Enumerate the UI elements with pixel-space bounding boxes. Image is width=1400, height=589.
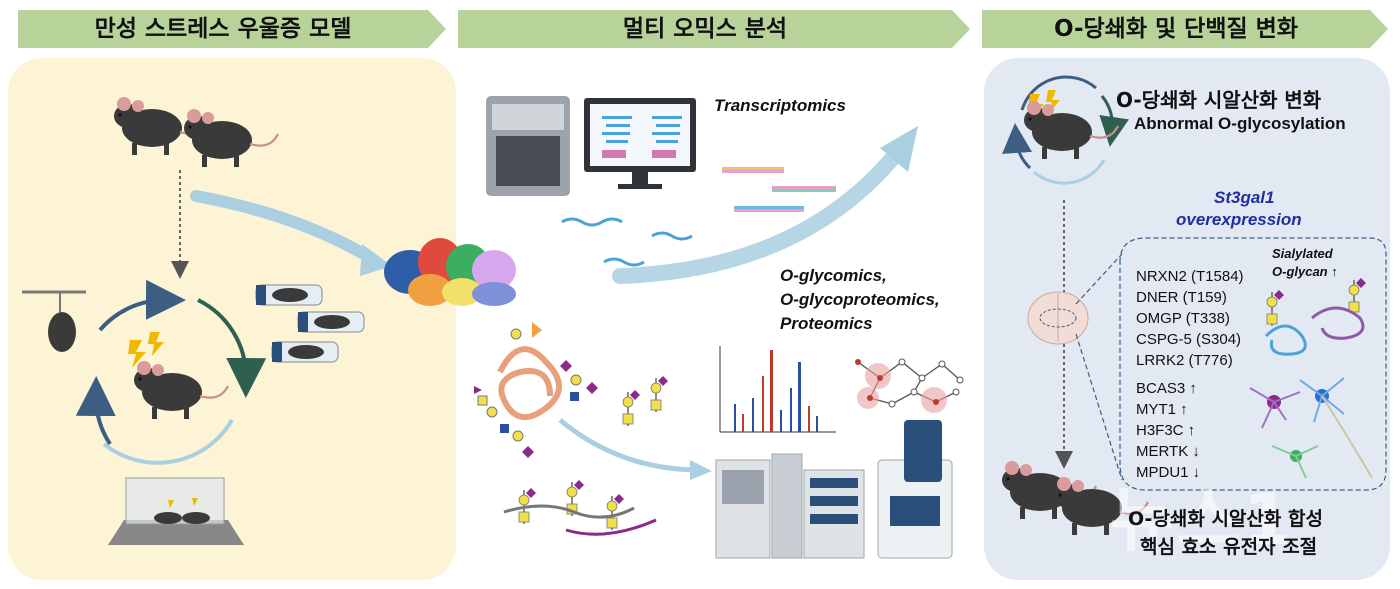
arrow-to-right-panel: [612, 146, 904, 284]
list-item: H3F3C ↑: [1136, 422, 1196, 439]
glycan-structure-1: [622, 389, 641, 427]
rna-fragments-icon: [561, 217, 693, 267]
sialylated-glycan-icon: [1264, 277, 1367, 356]
list-item: BCAS3 ↑: [1136, 380, 1197, 397]
label-omics-line-1: O-glycomics,: [780, 266, 887, 285]
banner-arrow-shape: [458, 10, 970, 48]
lightning-icon: [128, 332, 164, 368]
list-item: LRRK2 (T776): [1136, 352, 1233, 369]
gene-st3gal1: St3gal1: [1214, 188, 1275, 207]
sialylated-label-1: Sialylated: [1272, 246, 1333, 261]
label-transcriptomics: Transcriptomics: [714, 96, 846, 115]
list-item: CSPG-5 (S304): [1136, 331, 1242, 348]
lc-ms-instrument-icon: [715, 420, 953, 559]
shock-cage-icon: [108, 477, 244, 545]
list-item: OMGP (T338): [1136, 310, 1230, 327]
right-stressed-mouse-icon: [1022, 99, 1120, 161]
protein-site-list: NRXN2 (T1584) DNER (T159) OMGP (T338) CS…: [1136, 266, 1244, 371]
banner-label: O-당쇄화 및 단백질 변화: [1054, 16, 1298, 42]
glycoprotein-icon: [474, 322, 598, 458]
list-item: DNER (T159): [1136, 289, 1227, 306]
right-title-en: Abnormal O-glycosylation: [1134, 114, 1346, 133]
restraint-tubes-icon: [255, 284, 365, 363]
arrow-to-brain: [190, 190, 380, 266]
arrow-to-lcms: [558, 418, 701, 473]
banner-glycosylation-change: O-당쇄화 및 단백질 변화: [982, 10, 1388, 48]
list-item: MPDU1 ↓: [1136, 464, 1201, 481]
banner-stress-model: 만성 스트레스 우울증 모델: [18, 10, 446, 48]
list-item: NRXN2 (T1584): [1136, 268, 1244, 285]
gene-overexpression: overexpression: [1176, 210, 1302, 229]
watermark: 뉴스1: [1110, 479, 1294, 561]
banner-label: 만성 스트레스 우울증 모델: [94, 16, 352, 42]
glycan-structure-2: [650, 375, 669, 413]
neural-cells-icon: [1249, 377, 1373, 479]
gene-change-list: BCAS3 ↑ MYT1 ↑ H3F3C ↑ MERTK ↓ MPDU1 ↓: [1136, 378, 1200, 483]
glycan-network-icon: [855, 358, 964, 413]
brain-regions-icon: [384, 238, 516, 306]
banner-arrow-shape: [18, 10, 446, 48]
bottom-caption-line-2: 핵심 효소 유전자 조절: [1140, 536, 1318, 558]
right-cycle-arrows: [1002, 75, 1130, 185]
stress-cycle-arrows: [75, 279, 267, 465]
mouse-pair-icon: [112, 95, 280, 169]
mass-spectrum-icon: [719, 346, 836, 433]
brain-section-icon: [1027, 291, 1089, 345]
label-omics-line-2: O-glycoproteomics,: [780, 290, 940, 309]
banner-label: 멀티 오믹스 분석: [622, 16, 788, 42]
peptide-chains-icon: [503, 504, 657, 536]
hanging-mouse-icon: [22, 290, 86, 352]
label-omics-line-3: Proteomics: [780, 314, 873, 333]
stressed-mouse-icon: [132, 359, 230, 421]
banner-arrow-shape: [982, 10, 1388, 48]
sequencer-icon: [486, 96, 570, 196]
bottom-caption-line-1: O-당쇄화 시알산화 합성: [1128, 508, 1323, 530]
list-item: MERTK ↓: [1136, 443, 1200, 460]
computer-monitor-icon: [584, 98, 696, 189]
list-item: MYT1 ↑: [1136, 401, 1188, 418]
dna-strands-icon: [722, 167, 836, 212]
banner-multi-omics: 멀티 오믹스 분석: [458, 10, 970, 48]
right-title-kr: O-당쇄화 시알산화 변화: [1116, 88, 1322, 112]
sialylated-label-2: O-glycan ↑: [1272, 264, 1338, 279]
zoom-callout-box: [1119, 237, 1387, 491]
